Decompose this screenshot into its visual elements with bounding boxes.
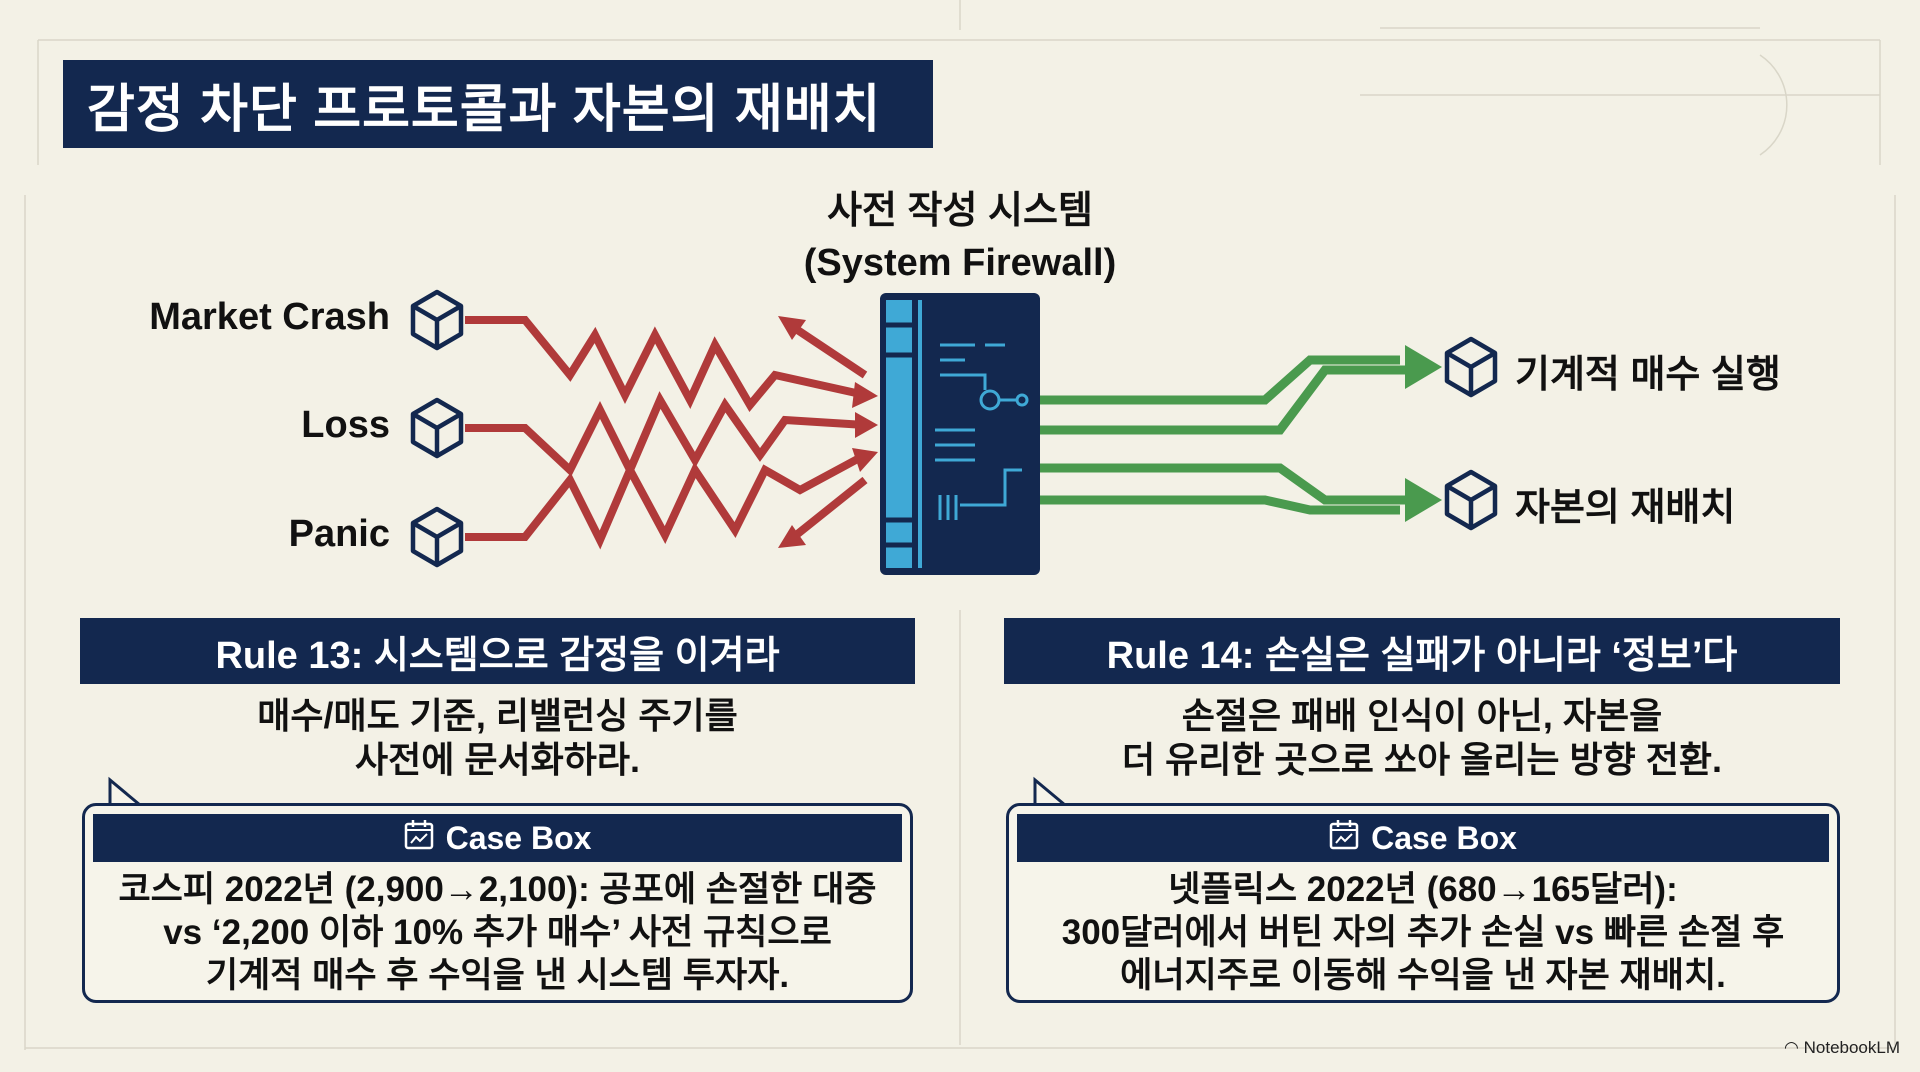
cube-icon-panic (410, 506, 464, 568)
rule-13-banner: Rule 13: 시스템으로 감정을 이겨라 (80, 618, 915, 684)
rule-14-desc-line: 더 유리한 곳으로 쏘아 올리는 방향 전환. (1122, 739, 1722, 780)
loss-arrow (465, 391, 866, 480)
case-box-tails (108, 776, 1066, 807)
calendar-chart-icon (404, 818, 434, 858)
input-label-panic: Panic (288, 513, 390, 555)
case-box-header: Case Box (93, 814, 902, 862)
case-box-header: Case Box (1017, 814, 1829, 862)
output-label-reallocation: 자본의 재배치 (1515, 487, 1736, 529)
calendar-chart-icon (1329, 818, 1359, 858)
case-line: vs ‘2,200 이하 10% 추가 매수’ 사전 규칙으로 (163, 913, 832, 952)
case-line: 넷플릭스 2022년 (680→165달러): (1168, 870, 1678, 909)
case-box-label: Case Box (1371, 819, 1517, 856)
notebooklm-logo-icon: ◠ (1784, 1038, 1799, 1057)
case-box-body: 코스피 2022년 (2,900→2,100): 공포에 손절한 대중 vs ‘… (95, 868, 900, 997)
input-label-market-crash: Market Crash (149, 296, 390, 338)
rule-14-desc-line: 손절은 패배 인식이 아닌, 자본을 (1181, 695, 1663, 736)
input-label-loss: Loss (301, 404, 390, 446)
deflect-arrow-bottom (787, 476, 868, 544)
notebooklm-watermark: ◠ NotebookLM (1784, 1038, 1900, 1058)
rule-13-description: 매수/매도 기준, 리밸런싱 주기를 사전에 문서화하라. (80, 694, 915, 782)
rule-14-banner: Rule 14: 손실은 실패가 아니라 ‘정보’다 (1004, 618, 1840, 684)
deflect-arrow-top (787, 321, 868, 379)
case-box-rule-13: Case Box 코스피 2022년 (2,900→2,100): 공포에 손절… (82, 803, 913, 1003)
cube-icon-market-crash (410, 289, 464, 351)
green-output-arrows (1040, 355, 1420, 515)
green-arrowheads (1405, 345, 1442, 522)
rule-14-description: 손절은 패배 인식이 아닌, 자본을 더 유리한 곳으로 쏘아 올리는 방향 전… (1004, 694, 1840, 782)
brand-label: NotebookLM (1803, 1038, 1900, 1057)
cube-icon-loss (410, 397, 464, 459)
red-arrowheads (778, 316, 878, 548)
system-label-korean: 사전 작성 시스템 (827, 190, 1093, 232)
case-line: 에너지주로 이동해 수익을 낸 자본 재배치. (1120, 956, 1726, 995)
case-box-rule-14: Case Box 넷플릭스 2022년 (680→165달러): 300달러에서… (1006, 803, 1840, 1003)
blueprint-grid (24, 0, 1896, 1050)
cube-icon-reallocation (1444, 469, 1498, 531)
system-label-english: (System Firewall) (803, 242, 1117, 284)
rule-13-desc-line: 매수/매도 기준, 리밸런싱 주기를 (257, 695, 738, 736)
page-title: 감정 차단 프로토콜과 자본의 재배치 (63, 60, 933, 148)
rule-13-desc-line: 사전에 문서화하라. (355, 739, 640, 780)
cube-icon-mechanical-buy (1444, 336, 1498, 398)
case-line: 300달러에서 버틴 자의 추가 손실 vs 빠른 손절 후 (1061, 913, 1785, 952)
output-label-mechanical-buy: 기계적 매수 실행 (1515, 354, 1781, 396)
market-crash-arrow (465, 316, 866, 412)
case-line: 코스피 2022년 (2,900→2,100): 공포에 손절한 대중 (118, 870, 877, 909)
system-firewall-icon (880, 293, 1040, 575)
case-line: 기계적 매수 후 수익을 낸 시스템 투자자. (205, 956, 790, 995)
panic-arrow (465, 451, 867, 550)
red-stress-arrows (465, 316, 868, 550)
case-box-label: Case Box (445, 819, 592, 856)
case-box-body: 넷플릭스 2022년 (680→165달러): 300달러에서 버틴 자의 추가… (1019, 868, 1827, 997)
system-label: 사전 작성 시스템 (System Firewall) (700, 185, 1220, 289)
